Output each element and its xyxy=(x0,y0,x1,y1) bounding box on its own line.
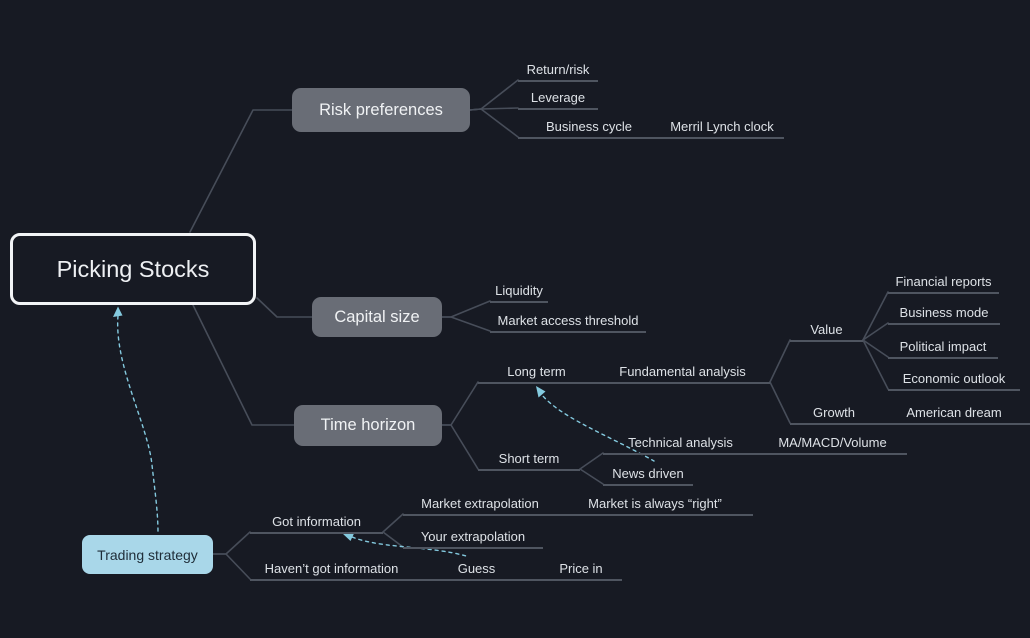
node-leverage[interactable]: Leverage xyxy=(518,89,598,110)
dashed-relationship-lines xyxy=(117,315,655,557)
node-value[interactable]: Value xyxy=(790,321,863,342)
node-picking-stocks[interactable]: Picking Stocks xyxy=(10,233,256,305)
dashed-link-arrowheads xyxy=(113,306,546,541)
connector-lines xyxy=(189,79,889,580)
node-time-horizon[interactable]: Time horizon xyxy=(294,405,442,446)
node-merril-lynch-clock[interactable]: Merril Lynch clock xyxy=(660,118,784,139)
connector-line xyxy=(441,300,491,318)
connector-line xyxy=(382,531,404,548)
node-long-term[interactable]: Long term xyxy=(478,363,595,384)
node-political-impact[interactable]: Political impact xyxy=(888,338,998,359)
connector-line xyxy=(469,79,519,111)
dashed-link-news-to-longterm xyxy=(538,390,655,462)
branch-node-label: Time horizon xyxy=(320,416,416,434)
node-technical-analysis[interactable]: Technical analysis xyxy=(603,434,758,455)
node-financial-reports[interactable]: Financial reports xyxy=(888,273,999,294)
dashed-link-trading-to-root xyxy=(117,315,159,534)
connector-line xyxy=(441,316,491,332)
connector-line xyxy=(862,339,889,358)
node-american-dream[interactable]: American dream xyxy=(878,404,1030,425)
connector-line xyxy=(441,381,479,426)
node-short-term[interactable]: Short term xyxy=(478,450,580,471)
arrowhead-icon xyxy=(113,306,123,317)
connector-line xyxy=(862,322,889,341)
connector-line xyxy=(862,339,889,390)
dashed-link-guess-to-gotinfo xyxy=(345,533,467,557)
connector-line xyxy=(212,553,251,580)
node-got-information[interactable]: Got information xyxy=(250,513,383,534)
connector-line xyxy=(862,291,889,341)
connector-line xyxy=(256,297,313,318)
connector-line xyxy=(579,468,604,485)
node-havent-got-information[interactable]: Haven’t got information xyxy=(250,560,413,581)
node-liquidity[interactable]: Liquidity xyxy=(490,282,548,303)
connector-line xyxy=(579,452,604,470)
node-guess[interactable]: Guess xyxy=(413,560,540,581)
node-risk-preferences[interactable]: Risk preferences xyxy=(292,88,470,132)
branch-node-label: Trading strategy xyxy=(97,546,198,563)
branch-node-label: Risk preferences xyxy=(319,100,443,119)
connector-line xyxy=(469,108,519,138)
node-your-extrapolation[interactable]: Your extrapolation xyxy=(403,528,543,549)
connector-line xyxy=(189,109,293,233)
root-node-label: Picking Stocks xyxy=(56,255,210,282)
node-economic-outlook[interactable]: Economic outlook xyxy=(888,370,1020,391)
arrowhead-icon xyxy=(536,386,546,398)
connector-line xyxy=(769,339,791,383)
node-price-in[interactable]: Price in xyxy=(540,560,622,581)
node-news-driven[interactable]: News driven xyxy=(603,465,693,486)
node-market-extrapolation[interactable]: Market extrapolation xyxy=(403,495,557,516)
node-business-mode[interactable]: Business mode xyxy=(888,304,1000,325)
node-market-access-threshold[interactable]: Market access threshold xyxy=(490,312,646,333)
node-fundamental-analysis[interactable]: Fundamental analysis xyxy=(595,363,770,384)
node-ma-macd-volume[interactable]: MA/MACD/Volume xyxy=(758,434,907,455)
arrowhead-icon xyxy=(342,533,354,541)
connector-line xyxy=(769,381,791,424)
connector-line xyxy=(212,531,251,555)
connector-line xyxy=(192,304,295,426)
branch-node-label: Capital size xyxy=(334,307,420,326)
node-business-cycle[interactable]: Business cycle xyxy=(518,118,660,139)
connector-line xyxy=(382,513,404,533)
node-trading-strategy[interactable]: Trading strategy xyxy=(82,535,213,574)
node-return-risk[interactable]: Return/risk xyxy=(518,61,598,82)
connector-line xyxy=(441,424,479,470)
node-market-is-always-right[interactable]: Market is always “right” xyxy=(557,495,753,516)
node-capital-size[interactable]: Capital size xyxy=(312,297,442,337)
node-growth[interactable]: Growth xyxy=(790,404,878,425)
